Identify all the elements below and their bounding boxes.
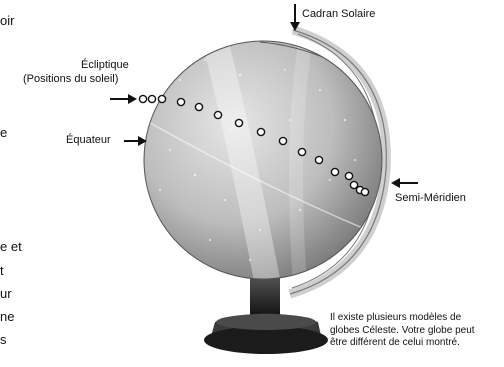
- caption-line: être différent de celui montré.: [330, 337, 504, 350]
- label-equateur: Équateur: [66, 134, 111, 147]
- label-semi-meridien: Semi-Méridien: [395, 192, 466, 205]
- caption-line: globes Céleste. Votre globe peut: [330, 325, 504, 338]
- label-cadran-solaire: Cadran Solaire: [302, 8, 375, 21]
- caption-line: Il existe plusieurs modèles de: [330, 312, 504, 325]
- globe-sphere: [144, 40, 382, 285]
- label-ecliptique: Écliptique: [81, 59, 129, 72]
- label-positions-du-soleil: (Positions du soleil): [23, 73, 118, 86]
- caption: Il existe plusieurs modèles de globes Cé…: [330, 312, 504, 350]
